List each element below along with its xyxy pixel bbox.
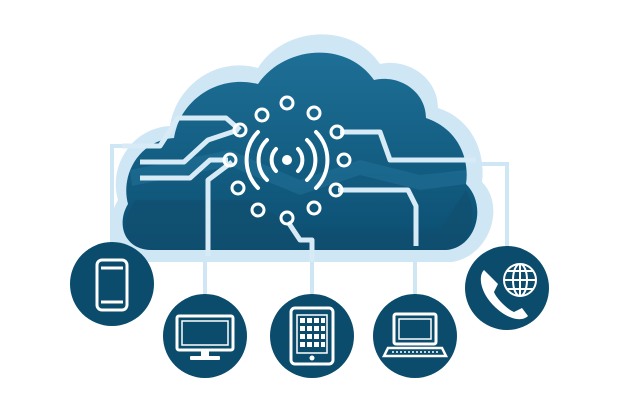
- node: [222, 152, 238, 168]
- trace-left-mid: [140, 127, 239, 165]
- phone-globe-icon: [480, 263, 537, 320]
- smartphone-icon: [95, 258, 129, 312]
- node: [306, 200, 322, 216]
- connector-phone-globe: [476, 162, 509, 264]
- node: [254, 107, 270, 123]
- node: [250, 202, 266, 218]
- circuit-traces: [122, 115, 476, 262]
- monitor-icon: [175, 314, 235, 360]
- circuit-nodes: [222, 95, 352, 226]
- node: [279, 210, 295, 226]
- device-tablet: [270, 294, 354, 378]
- trace-left-top: [122, 115, 242, 149]
- trace-center-drop: [285, 220, 315, 262]
- wireless-signal-icon: [244, 130, 330, 190]
- cloud-shape: [110, 34, 494, 263]
- trace-right-top: [340, 129, 476, 163]
- node: [336, 152, 352, 168]
- device-phone-globe: [465, 246, 549, 330]
- trace-left-drop: [205, 160, 234, 256]
- cloud-lower-shadow: [125, 190, 473, 250]
- node: [329, 124, 345, 140]
- tablet-icon: [289, 306, 335, 366]
- node: [306, 105, 322, 121]
- device-monitor: [163, 294, 247, 378]
- device-smartphone: [70, 242, 154, 326]
- laptop-icon: [381, 312, 449, 358]
- trace-right-lower: [338, 187, 419, 246]
- node: [230, 180, 246, 196]
- node: [328, 182, 344, 198]
- trace-left-lower: [140, 157, 228, 181]
- node: [279, 95, 295, 111]
- device-laptop: [373, 294, 457, 378]
- node: [232, 122, 248, 138]
